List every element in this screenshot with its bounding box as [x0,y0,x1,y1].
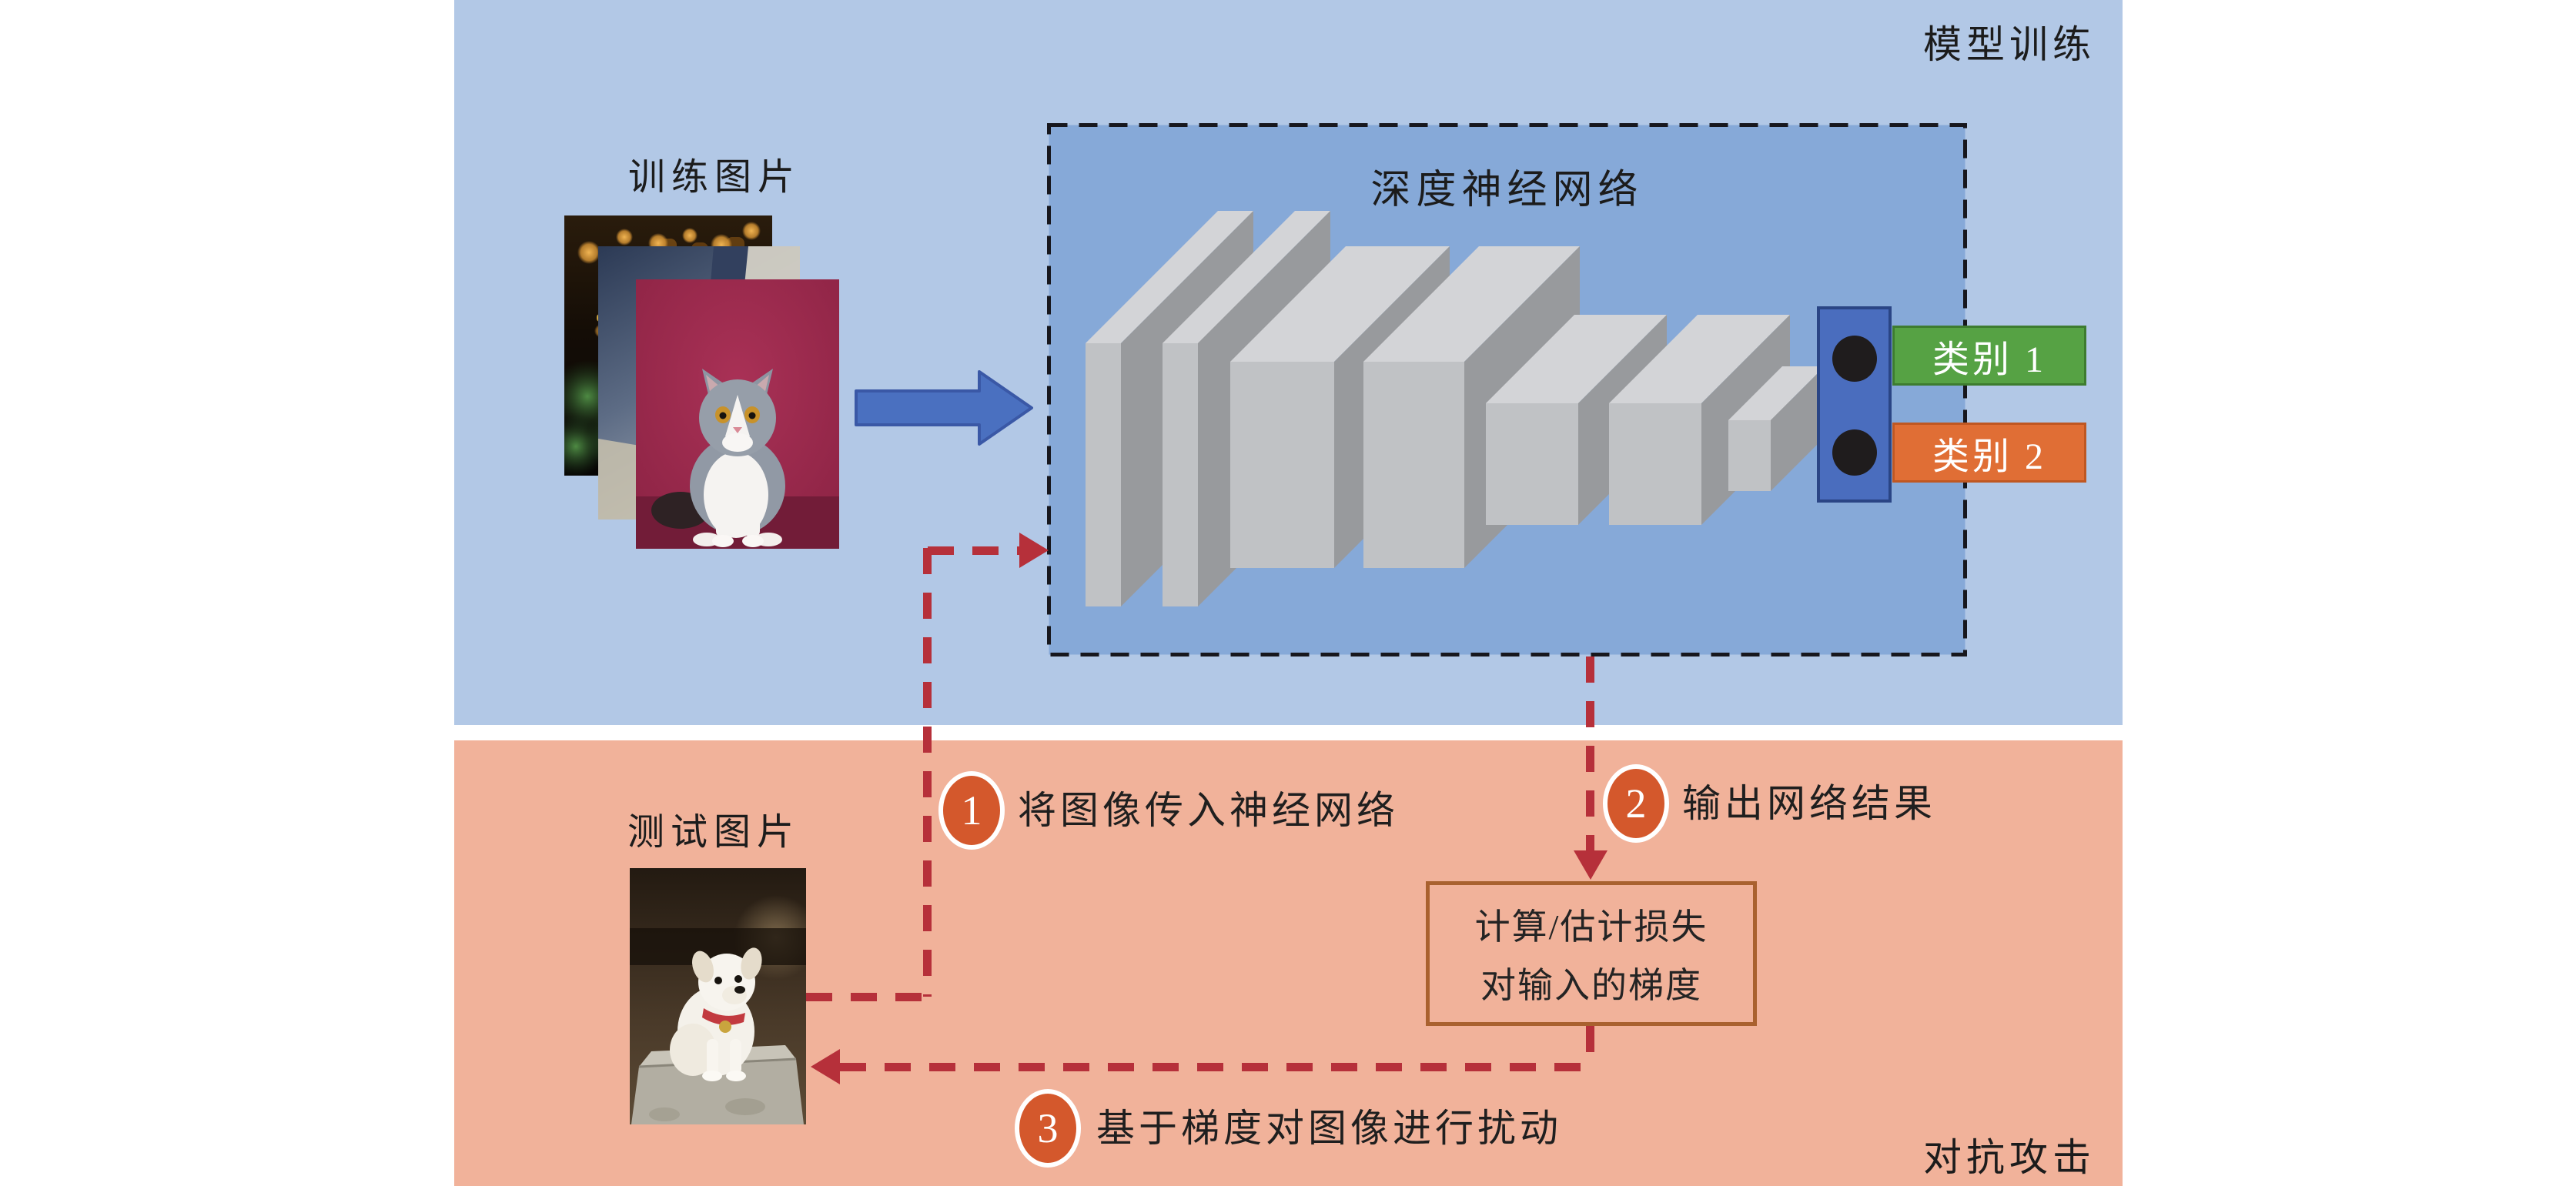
training-photo-cat [636,279,839,549]
step-3-label: 基于梯度对图像进行扰动 [1096,1107,1562,1150]
arrowhead-into-network [1019,533,1049,568]
neural-network-box [1047,123,1967,656]
loss-box-line1: 计算/估计损失 [1474,907,1708,947]
class-label-1: 类别 1 [1892,326,2086,386]
arrowhead-into-loss-box [1574,850,1607,880]
step-3-badge: 3 [1015,1089,1081,1168]
model-training-title: 模型训练 [1923,23,2096,66]
test-image-caption: 测试图片 [627,812,800,853]
feed-flow-from-test-image-line [806,993,932,1001]
step-1-badge: 1 [938,771,1005,850]
class-label-2: 类别 2 [1892,423,2086,483]
perturb-flow-line [840,1063,1591,1071]
feed-flow-vertical-line [923,548,932,997]
output-flow-line [1586,656,1594,850]
loss-gradient-box: 计算/估计损失 对输入的梯度 [1426,881,1757,1026]
arrowhead-into-test-image [811,1049,840,1084]
feed-flow-into-network-line [928,546,1019,555]
training-images-caption: 训练图片 [627,157,801,198]
step-3-number: 3 [1037,1105,1059,1151]
network-label: 深度神经网络 [1370,169,1644,212]
output-neuron-2 [1832,429,1877,476]
gradient-flow-line [1586,1026,1594,1071]
step-1-number: 1 [961,787,982,834]
output-neuron-1 [1832,336,1877,382]
output-layer [1817,306,1892,503]
step-1-label: 将图像传入神经网络 [1018,789,1399,832]
adversarial-attack-title: 对抗攻击 [1923,1136,2096,1179]
loss-box-line2: 对输入的梯度 [1480,966,1702,1005]
input-arrow [855,370,1033,446]
test-photo-puppy [630,868,806,1124]
step-2-label: 输出网络结果 [1682,782,1936,825]
step-2-number: 2 [1625,780,1647,827]
step-2-badge: 2 [1603,764,1669,843]
network-layers [1086,211,1825,606]
